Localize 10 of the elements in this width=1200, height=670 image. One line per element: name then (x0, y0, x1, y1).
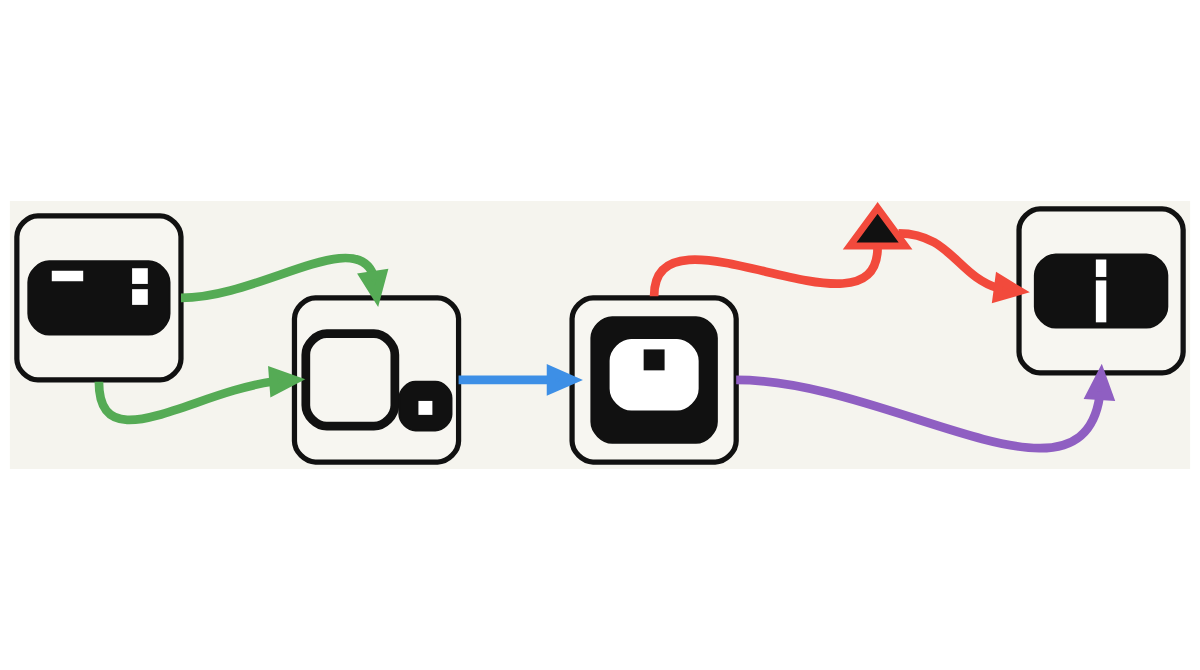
node-picture (14, 213, 184, 383)
connector (649, 246, 882, 298)
node-picture (569, 295, 739, 465)
node-picture (1016, 206, 1186, 376)
node-picture (291, 295, 462, 465)
arrow (735, 363, 1116, 453)
arrow (180, 253, 389, 307)
arrow (458, 364, 583, 396)
node-cross (842, 202, 913, 250)
arrow (898, 228, 1030, 304)
